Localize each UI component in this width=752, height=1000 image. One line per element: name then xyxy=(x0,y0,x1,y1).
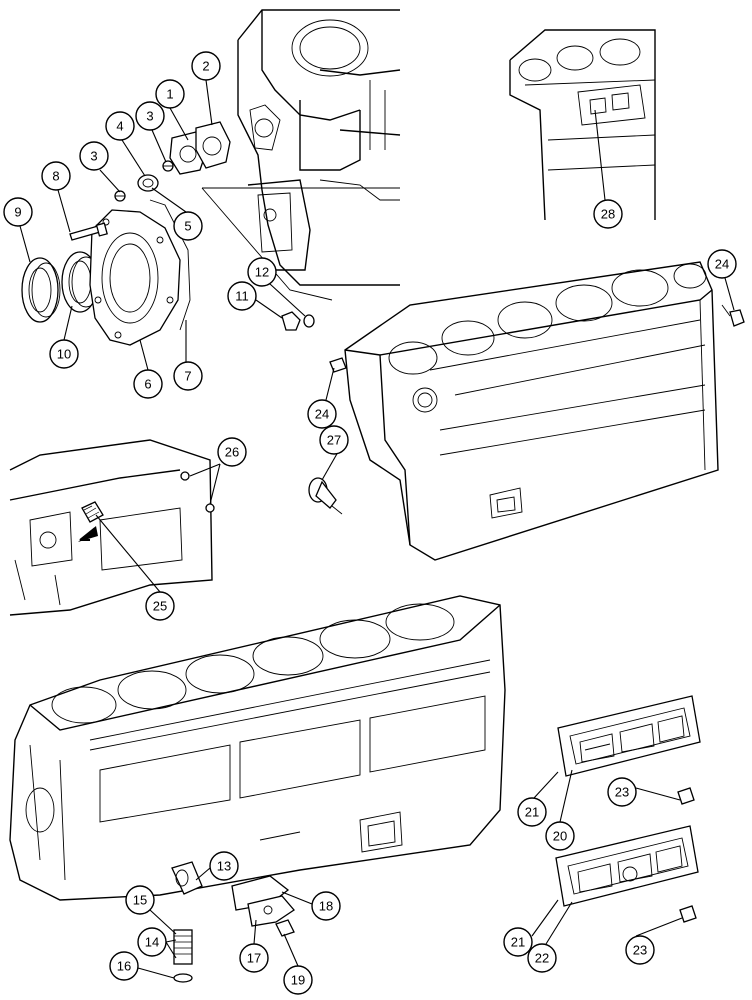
svg-text:22: 22 xyxy=(535,951,549,966)
svg-text:11: 11 xyxy=(235,289,249,304)
callout-4: 4 xyxy=(105,111,135,141)
fitting-24-right xyxy=(729,309,745,327)
svg-text:3: 3 xyxy=(90,149,97,164)
bolt-23-lower xyxy=(679,905,697,923)
callout-2: 2 xyxy=(191,51,221,81)
svg-text:7: 7 xyxy=(184,369,191,384)
svg-text:24: 24 xyxy=(315,407,329,422)
rear-cover-assembly xyxy=(21,121,315,346)
side-cover-22 xyxy=(555,825,699,907)
bolt-19 xyxy=(275,919,295,937)
callout-15: 15 xyxy=(125,885,155,915)
callout-24-right: 24 xyxy=(707,249,737,279)
svg-text:13: 13 xyxy=(217,859,231,874)
svg-text:14: 14 xyxy=(145,935,159,950)
callout-7: 7 xyxy=(173,361,203,391)
callout-11: 11 xyxy=(227,281,257,311)
svg-text:23: 23 xyxy=(615,785,629,800)
callout-18: 18 xyxy=(311,891,341,921)
o-ring-16 xyxy=(173,973,193,983)
svg-text:19: 19 xyxy=(291,973,305,988)
callout-10: 10 xyxy=(49,339,79,369)
callout-17: 17 xyxy=(239,943,269,973)
seal-9 xyxy=(21,257,59,323)
callout-12: 12 xyxy=(247,257,277,287)
callout-27: 27 xyxy=(319,425,349,455)
callout-16: 16 xyxy=(109,951,139,981)
callout-6: 6 xyxy=(133,369,163,399)
svg-text:21: 21 xyxy=(525,805,539,820)
engine-block-front-detail xyxy=(201,9,401,301)
rear-cover-6 xyxy=(89,209,181,346)
engine-block-left-detail xyxy=(9,439,215,616)
plug-11 xyxy=(281,311,301,331)
leader-lines xyxy=(19,79,735,979)
svg-text:21: 21 xyxy=(511,935,525,950)
callout-24-left: 24 xyxy=(307,399,337,429)
gasket-17 xyxy=(247,895,295,927)
callout-5: 5 xyxy=(173,211,203,241)
callout-3-left: 3 xyxy=(79,141,109,171)
svg-text:28: 28 xyxy=(601,207,615,222)
plug-26-upper xyxy=(180,471,190,481)
svg-text:27: 27 xyxy=(327,433,341,448)
callout-8: 8 xyxy=(41,161,71,191)
callout-13: 13 xyxy=(209,851,239,881)
side-cover-20 xyxy=(557,695,701,777)
callout-21-upper: 21 xyxy=(517,797,547,827)
svg-text:23: 23 xyxy=(633,943,647,958)
callout-14: 14 xyxy=(137,927,167,957)
callout-20: 20 xyxy=(545,821,575,851)
svg-text:5: 5 xyxy=(184,219,191,234)
svg-text:2: 2 xyxy=(202,59,209,74)
svg-text:8: 8 xyxy=(52,169,59,184)
callout-19: 19 xyxy=(283,965,313,995)
callout-1: 1 xyxy=(155,79,185,109)
callout-26: 26 xyxy=(217,437,247,467)
svg-text:16: 16 xyxy=(117,959,131,974)
washer-12 xyxy=(303,314,315,328)
svg-text:6: 6 xyxy=(144,377,151,392)
svg-text:18: 18 xyxy=(319,899,333,914)
callout-21-lower: 21 xyxy=(503,927,533,957)
callout-3-upper: 3 xyxy=(135,101,165,131)
sleeve-14 xyxy=(173,929,193,965)
callout-23-upper: 23 xyxy=(607,777,637,807)
plug-26-lower xyxy=(205,503,215,513)
callout-9: 9 xyxy=(3,197,33,227)
gasket-5 xyxy=(137,174,159,192)
svg-text:9: 9 xyxy=(14,205,21,220)
side-covers xyxy=(555,695,701,923)
bolt-23-upper xyxy=(677,787,695,805)
svg-text:3: 3 xyxy=(146,109,153,124)
fitting-24-left xyxy=(329,357,347,373)
callout-23-lower: 23 xyxy=(625,935,655,965)
svg-text:25: 25 xyxy=(153,599,167,614)
svg-text:4: 4 xyxy=(116,119,123,134)
gasket-7 xyxy=(149,199,191,331)
svg-text:20: 20 xyxy=(553,829,567,844)
svg-text:12: 12 xyxy=(255,265,269,280)
svg-text:10: 10 xyxy=(57,347,71,362)
gasket-2 xyxy=(195,121,231,169)
svg-text:17: 17 xyxy=(247,951,261,966)
svg-text:26: 26 xyxy=(225,445,239,460)
callout-28: 28 xyxy=(593,199,623,229)
svg-text:15: 15 xyxy=(133,893,147,908)
callout-22: 22 xyxy=(527,943,557,973)
engine-block-top-right-detail xyxy=(509,29,656,221)
engine-block-right xyxy=(308,261,745,561)
svg-text:24: 24 xyxy=(715,257,729,272)
svg-text:1: 1 xyxy=(166,87,173,102)
callout-25: 25 xyxy=(145,591,175,621)
engine-block-bottom xyxy=(9,595,506,983)
